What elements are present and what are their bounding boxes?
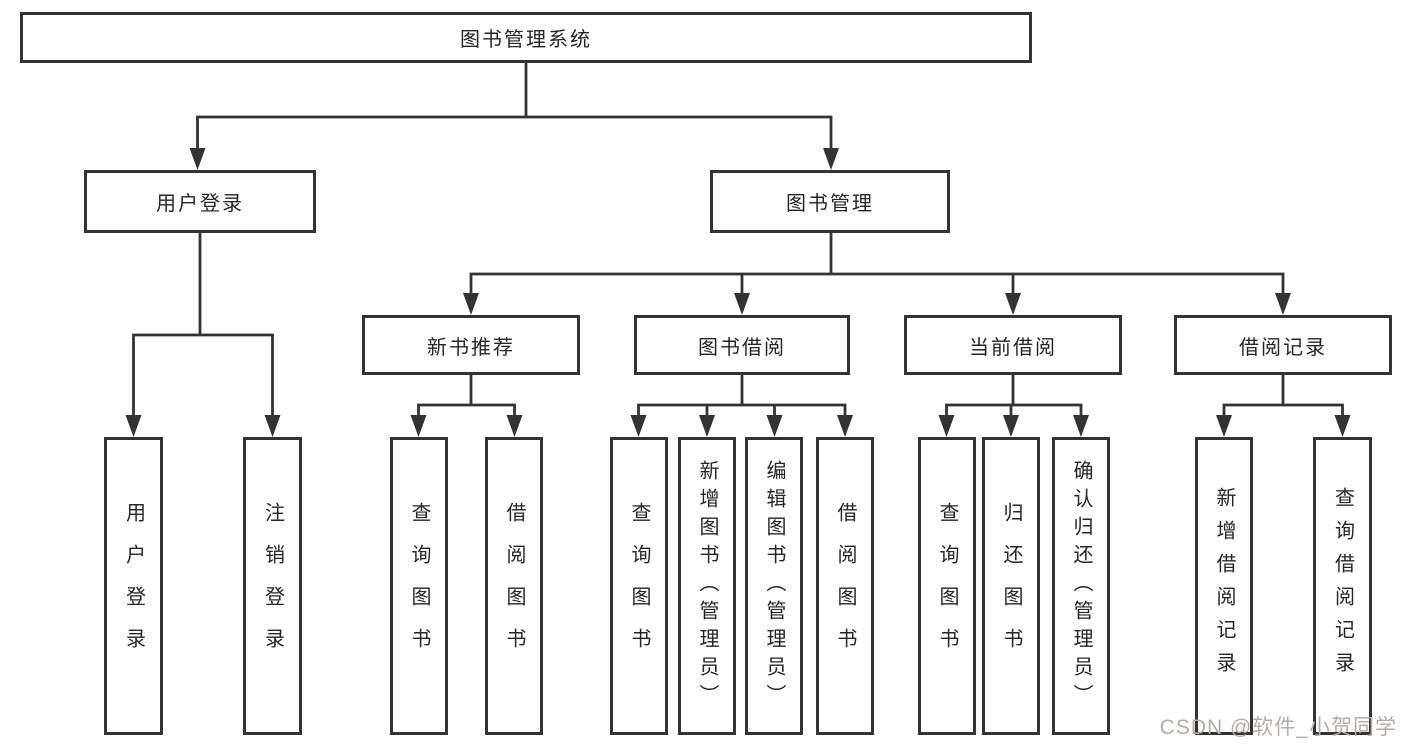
arrow-to-br-add bbox=[1216, 415, 1232, 437]
node-book-mgmt-label: 图书管理 bbox=[786, 193, 874, 215]
leaf-br-add: 新增借阅记录 bbox=[1195, 437, 1253, 735]
node-current-borrow: 当前借阅 bbox=[904, 315, 1122, 375]
node-new-books-label: 新书推荐 bbox=[427, 336, 515, 359]
node-root-label: 图书管理系统 bbox=[460, 29, 592, 51]
connector-bookmgmt-to-level3 bbox=[469, 233, 1285, 301]
leaf-nb-borrow-label: 借阅图书 bbox=[503, 502, 525, 670]
arrow-to-nb-borrow bbox=[506, 415, 523, 437]
leaf-bb-query-label: 查询图书 bbox=[628, 502, 650, 670]
arrow-to-borrow-records bbox=[1275, 293, 1291, 315]
arrow-to-new-books bbox=[463, 293, 479, 315]
arrow-to-user-login bbox=[189, 148, 206, 170]
arrow-to-book-borrow bbox=[734, 293, 750, 315]
leaf-bb-query: 查询图书 bbox=[610, 437, 668, 735]
leaf-ul-logout: 注销登录 bbox=[243, 437, 302, 735]
arrow-to-br-query bbox=[1334, 415, 1351, 437]
leaf-ul-login-label: 用户登录 bbox=[122, 502, 145, 670]
arrow-to-cb-query bbox=[938, 415, 955, 437]
leaf-ul-logout-label: 注销登录 bbox=[261, 502, 284, 670]
node-root: 图书管理系统 bbox=[20, 12, 1032, 63]
leaf-cb-confirm: 确认归还（管理员） bbox=[1052, 437, 1110, 735]
node-user-login: 用户登录 bbox=[84, 170, 316, 233]
connector-root-to-level2 bbox=[196, 63, 833, 156]
leaf-cb-query-label: 查询图书 bbox=[936, 502, 958, 670]
node-user-login-label: 用户登录 bbox=[156, 193, 244, 215]
arrow-to-bb-borrow bbox=[837, 415, 853, 437]
leaf-cb-query: 查询图书 bbox=[918, 437, 976, 735]
arrow-to-bb-query bbox=[630, 415, 647, 437]
node-new-books: 新书推荐 bbox=[362, 315, 580, 375]
node-book-borrow-label: 图书借阅 bbox=[698, 336, 786, 359]
leaf-bb-borrow-label: 借阅图书 bbox=[834, 502, 856, 670]
arrow-to-cb-confirm bbox=[1073, 415, 1089, 437]
arrow-to-bb-add bbox=[699, 415, 715, 437]
connector-leaf-junctions bbox=[417, 403, 1344, 423]
node-book-mgmt: 图书管理 bbox=[710, 170, 950, 233]
leaf-ul-login: 用户登录 bbox=[104, 437, 163, 735]
leaf-nb-query: 查询图书 bbox=[390, 437, 448, 735]
leaf-bb-edit-label: 编辑图书（管理员） bbox=[763, 460, 785, 712]
arrow-to-current-borrow bbox=[1005, 293, 1021, 315]
leaf-bb-add-label: 新增图书（管理员） bbox=[696, 460, 718, 712]
leaf-cb-confirm-label: 确认归还（管理员） bbox=[1070, 460, 1092, 712]
leaf-bb-edit: 编辑图书（管理员） bbox=[745, 437, 803, 735]
leaf-cb-return: 归还图书 bbox=[982, 437, 1040, 735]
connector-level3-stems bbox=[469, 375, 1285, 405]
arrow-to-book-mgmt bbox=[823, 148, 839, 170]
node-borrow-records-label: 借阅记录 bbox=[1239, 336, 1327, 359]
node-book-borrow: 图书借阅 bbox=[634, 315, 850, 375]
arrow-to-cb-return bbox=[1003, 415, 1019, 437]
leaf-br-query: 查询借阅记录 bbox=[1313, 437, 1372, 735]
arrow-to-nb-query bbox=[410, 415, 427, 437]
leaf-br-add-label: 新增借阅记录 bbox=[1213, 487, 1235, 685]
leaf-bb-borrow: 借阅图书 bbox=[816, 437, 874, 735]
leaf-cb-return-label: 归还图书 bbox=[1000, 502, 1022, 670]
arrow-to-ul-login bbox=[125, 415, 142, 437]
leaf-bb-add: 新增图书（管理员） bbox=[678, 437, 736, 735]
node-borrow-records: 借阅记录 bbox=[1174, 315, 1392, 375]
leaf-br-query-label: 查询借阅记录 bbox=[1331, 487, 1354, 685]
connector-userlogin-to-leaves bbox=[132, 233, 274, 423]
arrow-to-bb-edit bbox=[766, 415, 783, 437]
node-current-borrow-label: 当前借阅 bbox=[969, 336, 1057, 359]
leaf-nb-query-label: 查询图书 bbox=[408, 502, 430, 670]
watermark: CSDN @软件_小贺同学 bbox=[1159, 716, 1397, 739]
leaf-nb-borrow: 借阅图书 bbox=[485, 437, 543, 735]
arrow-to-ul-logout bbox=[264, 415, 281, 437]
